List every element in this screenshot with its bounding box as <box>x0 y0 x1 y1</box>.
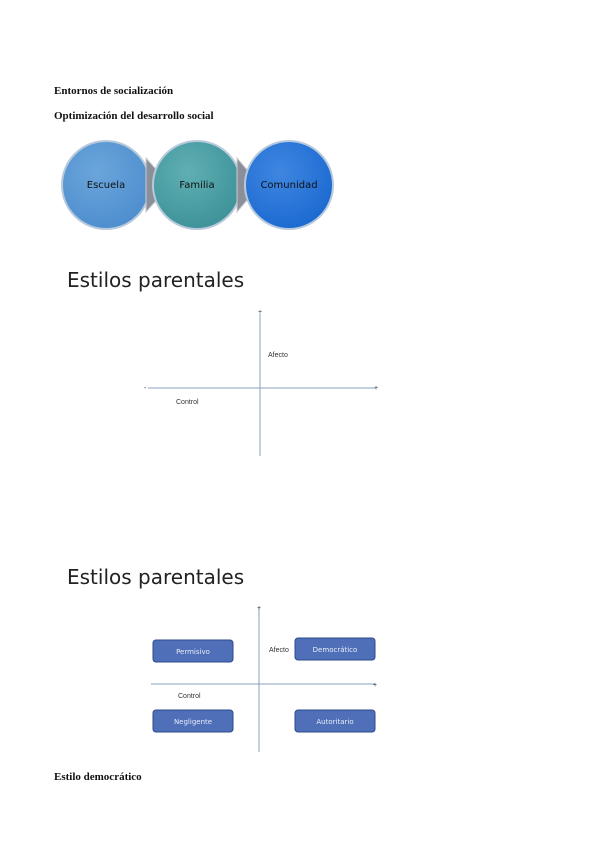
label-familia: Familia <box>179 180 214 191</box>
heading-entornos: Entornos de socialización <box>54 85 174 97</box>
section-title-1: Estilos parentales <box>67 268 245 292</box>
label-afecto-2: Afecto <box>269 647 289 654</box>
heading-estilo-democratico: Estilo democrático <box>54 771 142 783</box>
circle-comunidad <box>244 140 334 230</box>
box-negligente <box>152 709 234 733</box>
plus-top-2: + <box>257 605 261 612</box>
label-negligente: Negligente <box>174 718 212 726</box>
axis-diagram-1: + - + Afecto Control <box>144 309 378 456</box>
box-permisivo <box>152 639 234 663</box>
label-autoritario: Autoritario <box>316 718 353 726</box>
process-diagram: Escuela Familia Comunidad <box>61 140 334 230</box>
label-escuela: Escuela <box>87 180 125 191</box>
plus-right: + <box>374 385 378 392</box>
minus-left: - <box>144 385 147 392</box>
label-afecto: Afecto <box>268 352 288 359</box>
box-democratico <box>294 637 376 661</box>
plus-top: + <box>258 309 262 316</box>
label-control: Control <box>176 399 199 406</box>
heading-optimizacion: Optimización del desarrollo social <box>54 110 214 122</box>
label-democratico: Democrático <box>313 646 358 654</box>
label-comunidad: Comunidad <box>260 180 317 191</box>
box-autoritario <box>294 709 376 733</box>
section-title-2: Estilos parentales <box>67 565 245 589</box>
label-control-2: Control <box>178 693 201 700</box>
axis-diagram-2: + + Afecto Control Permisivo Democrático… <box>151 605 377 752</box>
label-permisivo: Permisivo <box>176 648 210 656</box>
plus-right-2: + <box>373 682 377 689</box>
